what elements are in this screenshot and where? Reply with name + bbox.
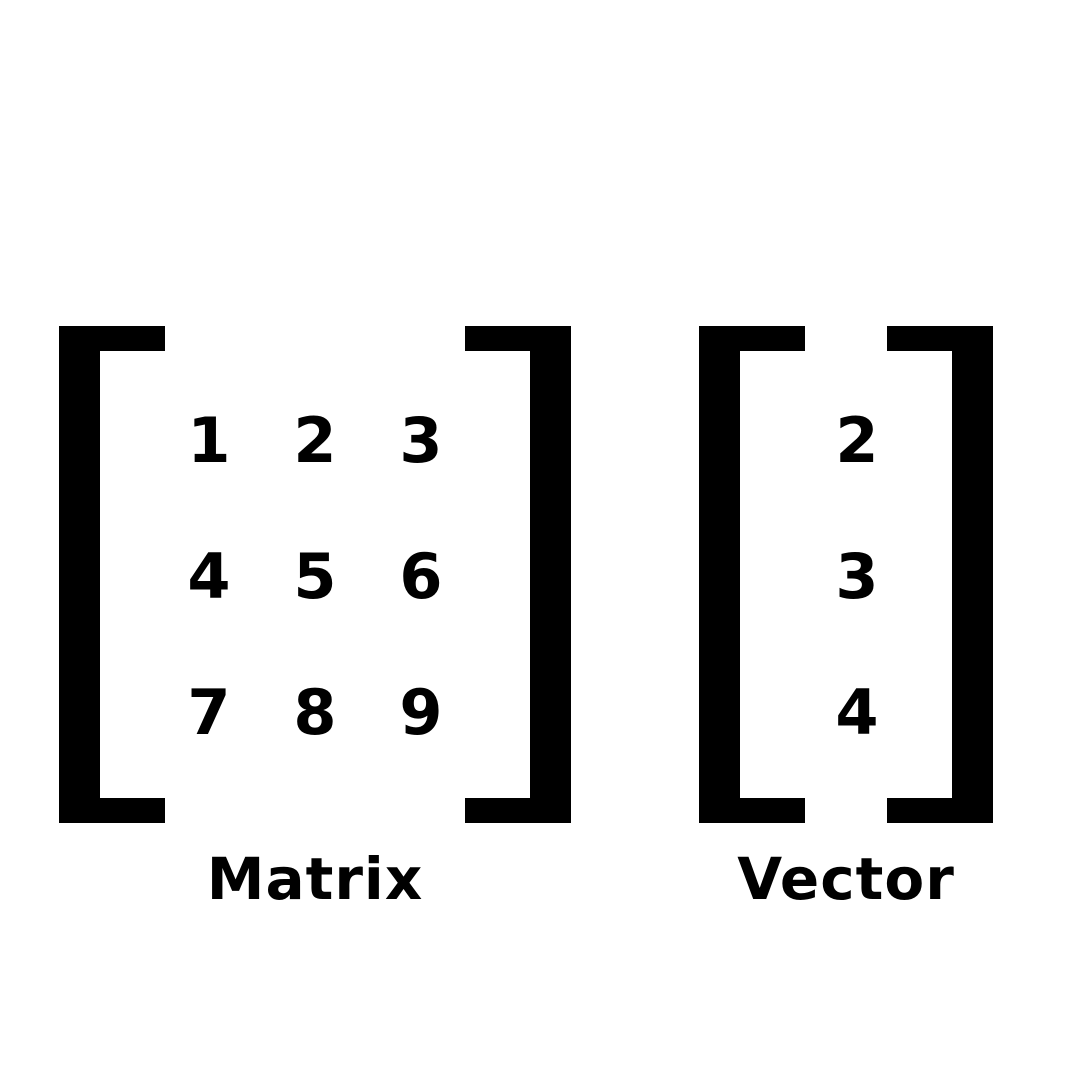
matrix-cell-r0c1: 2 [293,404,337,477]
matrix-grid: 1 2 3 4 5 6 7 8 9 [156,410,474,744]
vector-right-bracket-shape [887,326,993,823]
matrix-cell-r2c0: 7 [187,676,231,749]
vector-cell-r0: 2 [835,404,879,477]
matrix-right-bracket-shape [465,326,571,823]
matrix-cell-r1c0: 4 [187,540,231,613]
vector-cell-r2: 4 [835,676,879,749]
matrix-cell-r2c1: 8 [293,676,337,749]
matrix-cell-r1c2: 6 [399,540,443,613]
vector-cell-r1: 3 [835,540,879,613]
matrix-cell-r0c0: 1 [187,404,231,477]
vector-grid: 2 3 4 [804,410,910,744]
vector-label: Vector [737,845,955,913]
vector-left-bracket-shape [699,326,805,823]
matrix-label: Matrix [206,845,424,913]
matrix-cell-r2c2: 9 [399,676,443,749]
matrix-left-bracket-shape [59,326,165,823]
matrix-cell-r0c2: 3 [399,404,443,477]
matrix-cell-r1c1: 5 [293,540,337,613]
